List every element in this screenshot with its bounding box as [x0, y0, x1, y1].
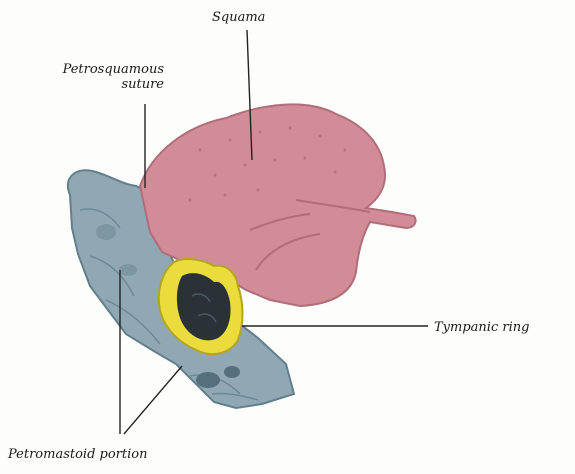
label-petrosquamous-suture: Petrosquamous suture [16, 62, 164, 92]
label-squama: Squama [212, 10, 265, 25]
label-tympanic-ring: Tympanic ring [434, 320, 529, 335]
label-petromastoid-portion: Petromastoid portion [8, 447, 147, 462]
label-petrosquamous-line2: suture [16, 77, 164, 92]
leader-line-petromastoid-right [124, 366, 182, 434]
label-petrosquamous-line1: Petrosquamous [16, 62, 164, 77]
